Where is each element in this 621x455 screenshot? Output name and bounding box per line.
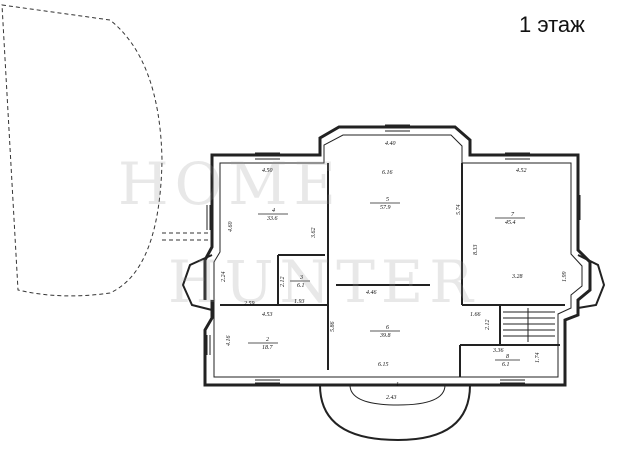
bay-window-left xyxy=(181,254,213,311)
dimension-label: 3.28 xyxy=(512,274,523,280)
inner-outline xyxy=(213,134,583,378)
dimension-label: 1.66 xyxy=(470,312,481,318)
watermark-line1: HOME xyxy=(118,150,342,218)
room-number: 2 xyxy=(266,337,269,343)
dimension-label: 2.59 xyxy=(244,301,255,307)
room-number: 4 xyxy=(272,208,275,214)
dimension-label: 3.62 xyxy=(311,227,317,239)
room-number: 6 xyxy=(386,325,389,331)
dimension-label: 1.74 xyxy=(535,352,541,364)
room-area: 18.7 xyxy=(262,345,273,351)
dimension-label: 4.40 xyxy=(385,141,396,147)
dimension-label: 1.93 xyxy=(294,299,305,305)
dimension-label: 8.33 xyxy=(473,244,479,256)
room-number: 7 xyxy=(511,212,514,218)
room-area: 6.1 xyxy=(502,362,510,368)
room-number: 8 xyxy=(506,354,509,360)
room-area: 6.1 xyxy=(297,283,305,289)
room-area: 57.9 xyxy=(380,205,391,211)
room-number: 3 xyxy=(300,275,303,281)
dimension-label: 5.74 xyxy=(456,204,462,216)
dimension-label: 2.12 xyxy=(280,276,286,288)
terrace-outline xyxy=(1,4,163,297)
room-area: 45.4 xyxy=(505,220,516,226)
room-number: 5 xyxy=(386,197,389,203)
interior-walls xyxy=(220,163,565,377)
dimension-label: 6.15 xyxy=(378,362,389,368)
room-area: 39.8 xyxy=(380,333,391,339)
bay-window-right xyxy=(577,254,606,309)
dimension-label: 2.24 xyxy=(221,271,227,283)
dimension-label: 4.50 xyxy=(262,168,273,174)
dimension-label: 1.99 xyxy=(562,271,568,283)
staircase xyxy=(503,308,555,342)
room-area: 33.6 xyxy=(267,216,278,222)
dimension-label: 2.43 xyxy=(386,395,397,401)
porch xyxy=(319,384,471,442)
dimension-label: 5.86 xyxy=(330,321,336,333)
dimension-label: 4.52 xyxy=(516,168,527,174)
watermark-line2: HUNTER xyxy=(168,248,479,316)
dimension-label: 4.16 xyxy=(226,335,232,347)
dimension-label: 6.16 xyxy=(382,170,393,176)
dimension-label: 4.46 xyxy=(366,290,377,296)
dimension-label: 3.36 xyxy=(493,348,504,354)
dimension-label: 2.12 xyxy=(485,319,491,331)
dimension-label: 4.60 xyxy=(228,221,234,233)
floor-title: 1 этаж xyxy=(519,12,585,37)
room-number-underlines xyxy=(248,202,525,361)
windows xyxy=(206,124,581,384)
room-number: 1 xyxy=(396,382,399,388)
dimension-label: 4.53 xyxy=(262,312,273,318)
porch-inner xyxy=(349,384,446,406)
outer-walls xyxy=(203,125,592,387)
